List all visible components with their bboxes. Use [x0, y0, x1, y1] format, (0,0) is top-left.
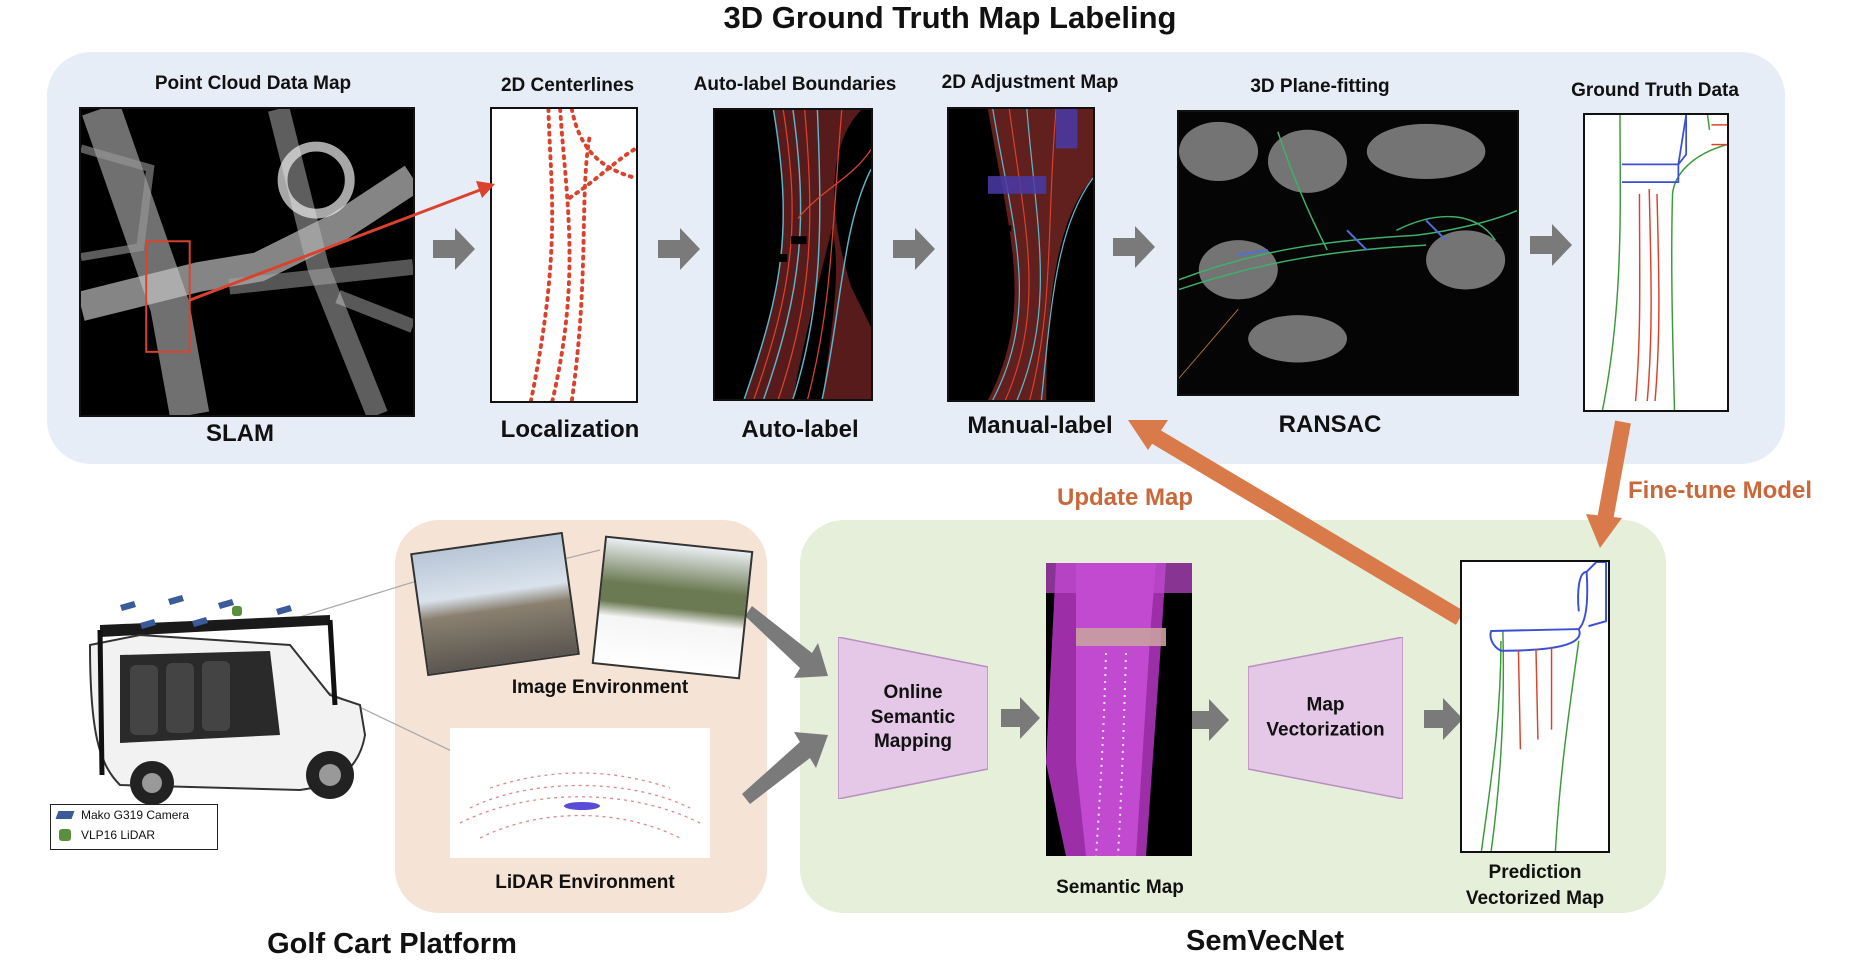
- fine-tune-label: Fine-tune Model: [1628, 477, 1812, 504]
- stage-label-ransac: RANSAC: [1278, 411, 1382, 438]
- semvec-arrows: [1001, 697, 1463, 741]
- update-map-arrow: [1128, 420, 1465, 625]
- adjustment-map-image: [947, 107, 1095, 402]
- semvecnet-title: SemVecNet: [1186, 925, 1344, 957]
- point-cloud-map-image: [79, 107, 415, 417]
- legend-row-camera: Mako G319 Camera: [51, 805, 217, 825]
- ground-truth-image: [1583, 113, 1729, 412]
- online-semantic-mapping-module: Online Semantic Mapping: [838, 637, 988, 799]
- heading-centerlines: 2D Centerlines: [500, 75, 635, 96]
- image-environment-label: Image Environment: [511, 677, 689, 698]
- stage-label-auto-label: Auto-label: [741, 416, 859, 443]
- centerlines-image: [490, 107, 638, 403]
- semantic-map-label: Semantic Map: [1056, 877, 1184, 898]
- lidar-icon: [59, 829, 71, 841]
- legend-camera-label: Mako G319 Camera: [81, 808, 190, 822]
- zoom-arrow: [189, 181, 495, 302]
- stage-label-localization: Localization: [500, 416, 640, 443]
- lidar-image: [450, 728, 710, 858]
- map-vectorization-label: Map Vectorization: [1266, 694, 1385, 740]
- heading-ground-truth: Ground Truth Data: [1571, 80, 1739, 101]
- semantic-map-image: [1046, 563, 1192, 856]
- prediction-map-image: [1460, 560, 1610, 853]
- auto-label-image: [713, 108, 873, 401]
- pipeline-arrows: [433, 224, 1572, 270]
- camera-icon: [55, 811, 75, 819]
- prediction-label: Prediction Vectorized Map: [1465, 862, 1605, 909]
- update-map-label: Update Map: [1057, 484, 1194, 511]
- camera-image-1: [410, 531, 580, 677]
- diagram-title: 3D Ground Truth Map Labeling: [723, 0, 1177, 35]
- lidar-environment-label: LiDAR Environment: [495, 872, 675, 893]
- golf-cart-title: Golf Cart Platform: [267, 928, 517, 960]
- heading-plane-fitting: 3D Plane-fitting: [1250, 76, 1390, 97]
- camera-image-2: [591, 535, 754, 680]
- legend-lidar-label: VLP16 LiDAR: [81, 828, 156, 842]
- plane-fitting-image: [1177, 110, 1519, 396]
- heading-auto-label-boundaries: Auto-label Boundaries: [693, 74, 897, 95]
- sensor-legend: Mako G319 Camera VLP16 LiDAR: [50, 804, 218, 850]
- heading-point-cloud: Point Cloud Data Map: [154, 73, 352, 94]
- legend-row-lidar: VLP16 LiDAR: [51, 825, 217, 845]
- heading-adjustment-map: 2D Adjustment Map: [941, 72, 1119, 93]
- fine-tune-arrow: [1586, 420, 1631, 548]
- input-arrows: [742, 606, 828, 804]
- map-vectorization-module: Map Vectorization: [1248, 637, 1403, 799]
- stage-label-slam: SLAM: [206, 420, 274, 447]
- online-semantic-mapping-label: Online Semantic Mapping: [870, 681, 956, 753]
- stage-label-manual-label: Manual-label: [967, 412, 1113, 439]
- golf-cart-illustration: [80, 585, 380, 830]
